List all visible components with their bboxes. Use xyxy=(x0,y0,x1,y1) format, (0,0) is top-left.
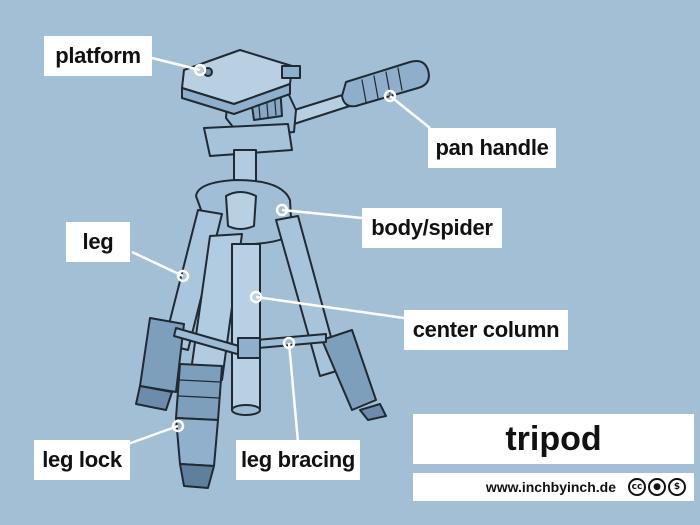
leader-lines xyxy=(127,56,431,446)
center-column-top xyxy=(233,149,257,185)
leg-bracing-drawing xyxy=(173,327,327,359)
label-leg-lock: leg lock xyxy=(34,440,130,480)
by-icon: ● xyxy=(648,478,666,496)
nc-icon: $ xyxy=(668,478,686,496)
label-center-column: center column xyxy=(404,310,568,350)
label-platform: platform xyxy=(44,36,152,76)
platform-drawing xyxy=(181,49,301,115)
center-column-drawing xyxy=(231,243,261,411)
label-leg: leg xyxy=(66,222,130,262)
label-pan-handle: pan handle xyxy=(428,128,556,168)
label-leg-bracing: leg bracing xyxy=(236,440,360,480)
spider-drawing xyxy=(195,179,293,246)
label-body-spider: body/spider xyxy=(362,208,502,248)
diagram-title: tripod xyxy=(413,414,694,464)
pan-handle-drawing xyxy=(287,60,430,125)
footer-url[interactable]: www.inchbyinch.de xyxy=(485,479,616,495)
footer: www.inchbyinch.de cc ● $ xyxy=(413,473,694,501)
cc-icon: cc xyxy=(628,478,646,496)
pointer-dots xyxy=(171,63,397,433)
